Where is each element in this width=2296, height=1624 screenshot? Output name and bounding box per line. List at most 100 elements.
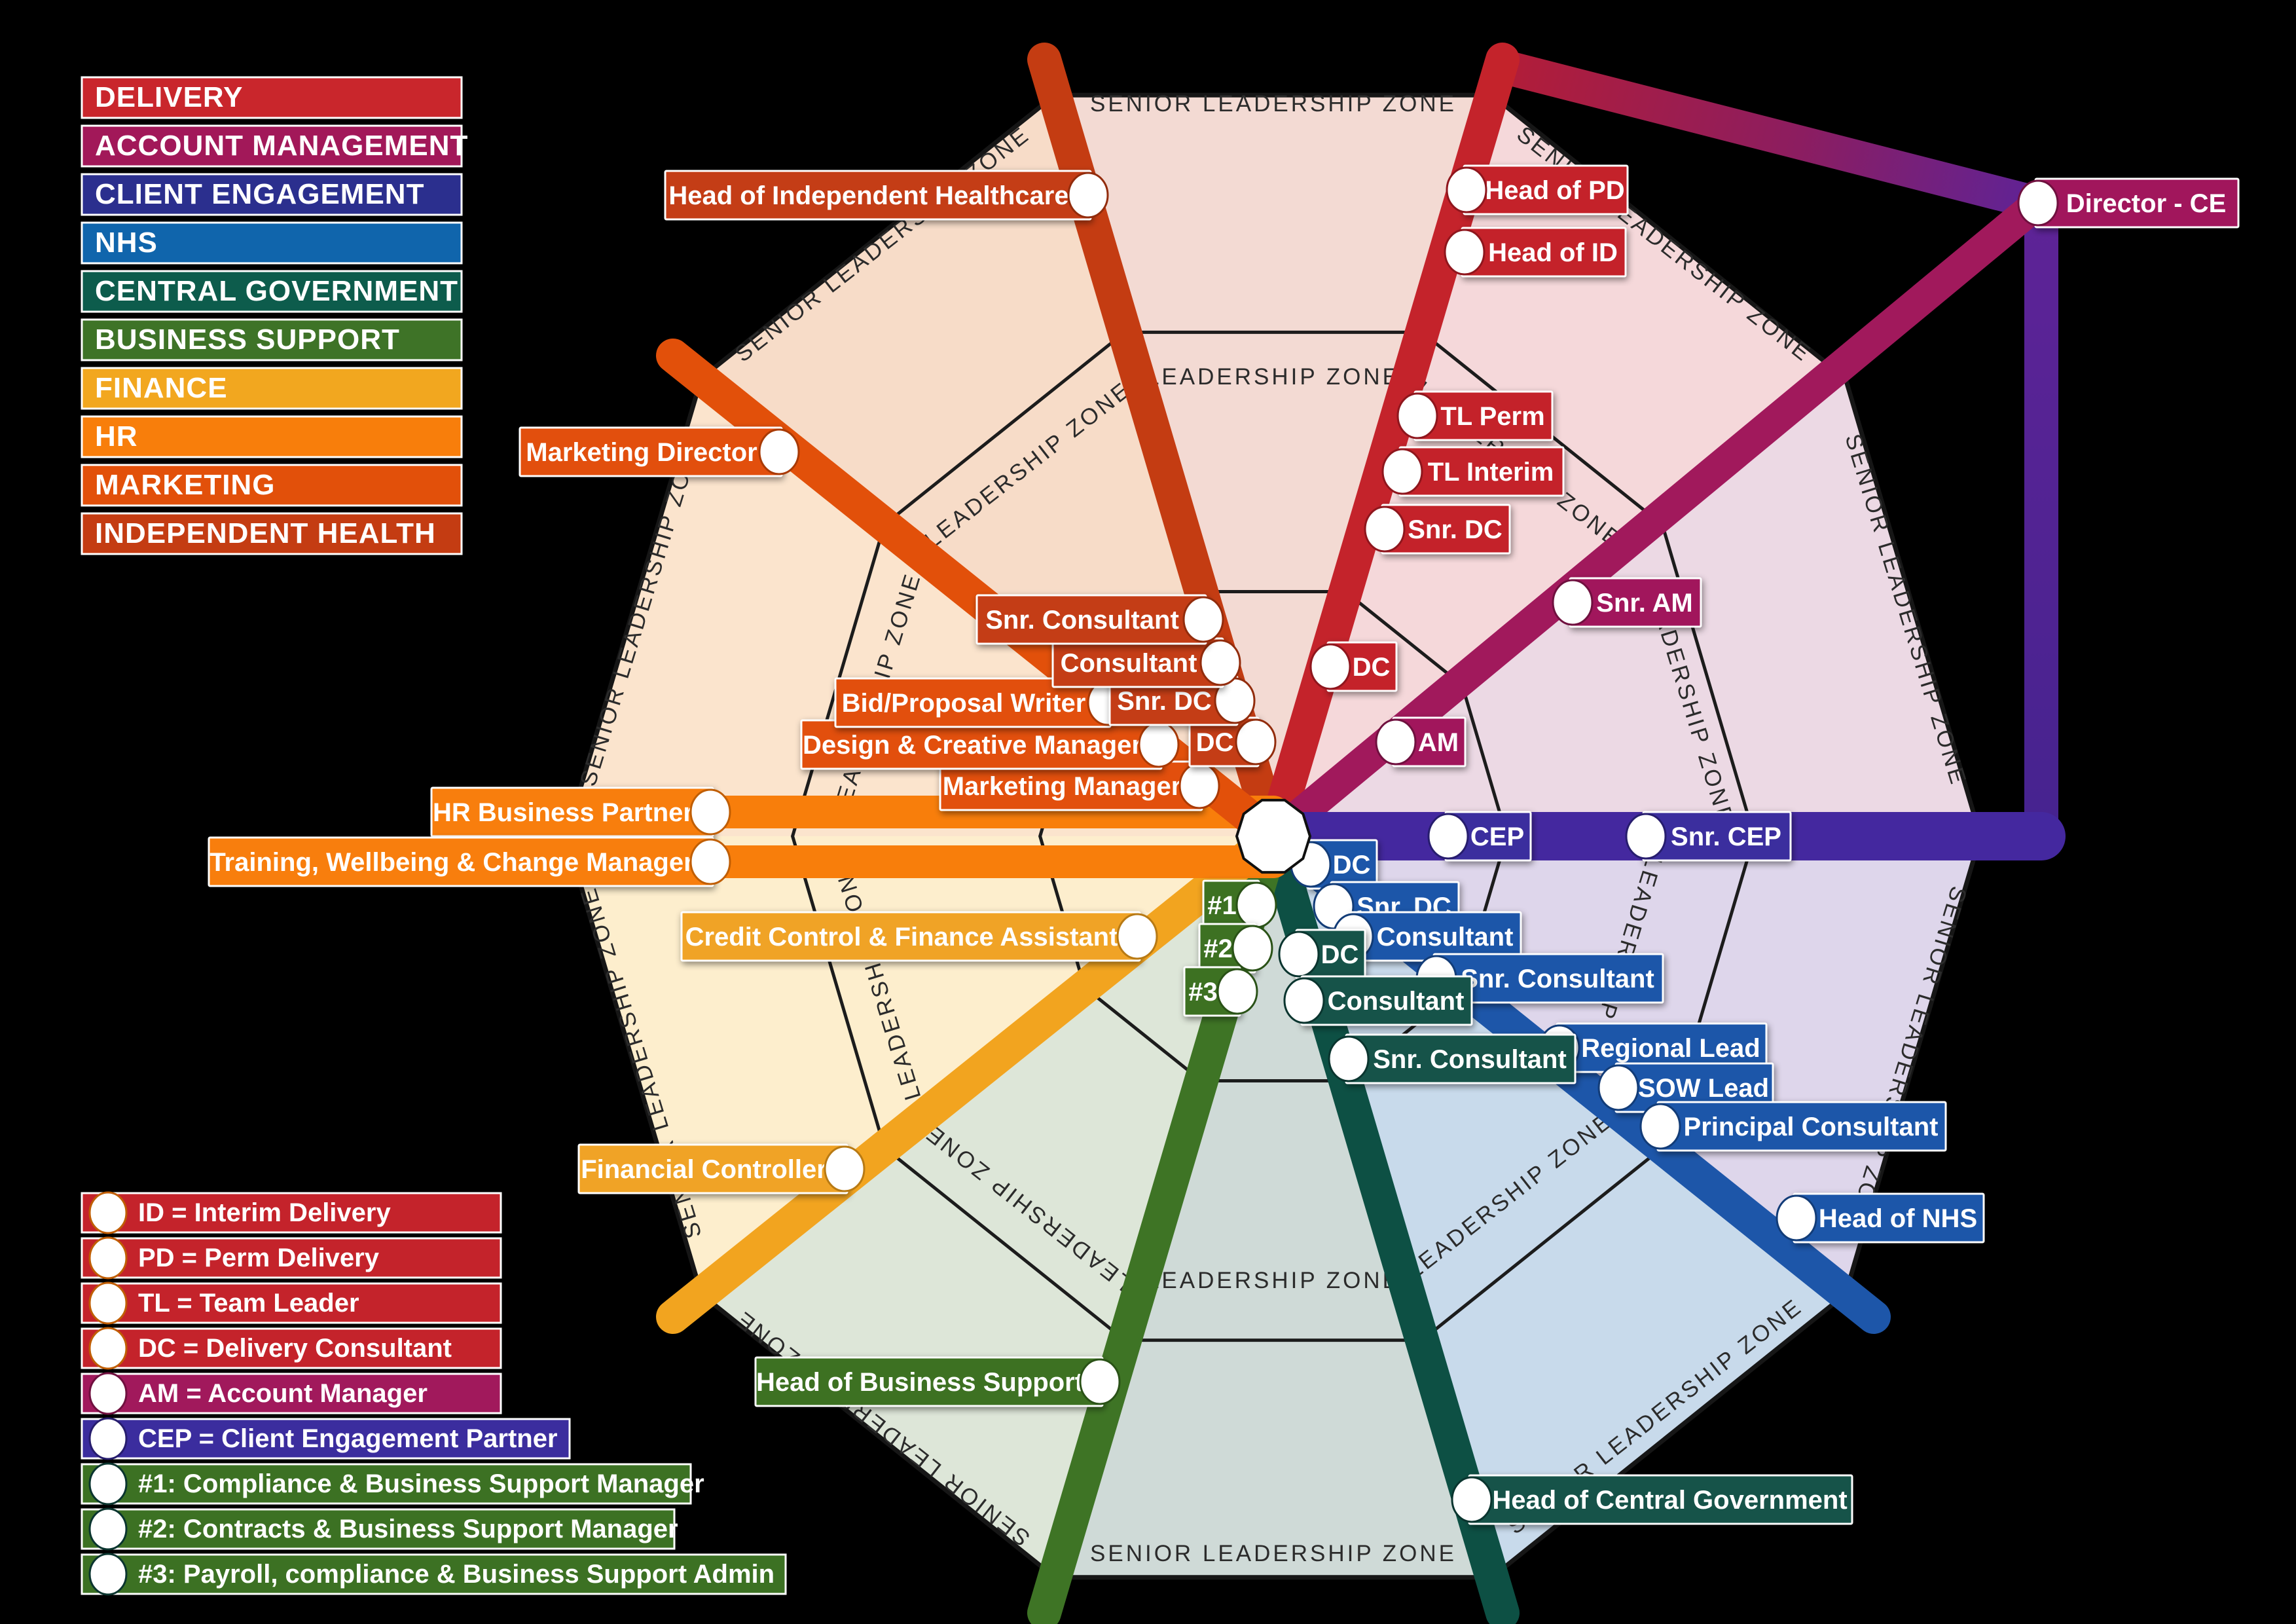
role-label: Design & Creative Manager: [803, 731, 1142, 760]
role-head-of-independent-healthcare-independent-health: Head of Independent Healthcare: [664, 170, 1109, 221]
role-label: CEP: [1470, 822, 1524, 851]
role-label: DC: [1321, 940, 1359, 969]
abbrev-box: [81, 1192, 502, 1234]
abbrev-box: [81, 1418, 571, 1460]
role-label: Head of ID: [1488, 238, 1618, 267]
role-node-circle: [1552, 579, 1594, 626]
role-node-circle: [1446, 166, 1487, 213]
role-label: TL Perm: [1440, 402, 1544, 431]
legend-label: CENTRAL GOVERNMENT: [95, 275, 458, 307]
role-node-circle: [1278, 931, 1320, 978]
abbrev-box: [81, 1463, 692, 1505]
role-snr-am-account-management: Snr. AM: [1552, 577, 1702, 628]
role-node-circle: [1364, 506, 1406, 553]
legend-swatch: [81, 464, 463, 507]
role-node-circle: [1328, 1035, 1370, 1082]
role-snr-cep-client-engagement: Snr. CEP: [1625, 811, 1792, 862]
role-label: Snr. Consultant: [1373, 1045, 1567, 1074]
role-principal-consultant-nhs: Principal Consultant: [1639, 1101, 1947, 1152]
role-node-circle: [2017, 179, 2059, 227]
role-am-account-management: AM: [1375, 716, 1467, 767]
role-3-business-support: #3: [1183, 966, 1258, 1017]
abbrev-node-circle: [88, 1372, 128, 1415]
role-label: Head of Independent Healthcare: [668, 181, 1068, 210]
abbrev-label: AM = Account Manager: [138, 1379, 428, 1408]
role-node-circle: [1283, 977, 1325, 1024]
role-label: Training, Wellbeing & Change Manager: [210, 848, 693, 877]
role-label: AM: [1418, 728, 1459, 757]
legend-label: MARKETING: [95, 469, 275, 501]
role-node-circle: [1309, 643, 1351, 690]
role-label: HR Business Partner: [433, 798, 693, 827]
role-label: Principal Consultant: [1684, 1113, 1939, 1141]
role-head-of-pd-delivery: Head of PD: [1446, 164, 1629, 215]
role-label: #2: [1203, 934, 1233, 963]
abbrev-node-circle: [88, 1507, 128, 1551]
ce-connector-diagonal: [1487, 50, 2058, 221]
legend-item-hr: HR: [81, 415, 463, 458]
abbrev-box: [81, 1327, 502, 1369]
role-label: Snr. DC: [1408, 515, 1502, 544]
role-label: Credit Control & Finance Assistant: [685, 923, 1118, 951]
sector-central-government: [1055, 836, 1492, 1578]
abbrev-node-circle: [88, 1553, 128, 1596]
role-dc-central-government: DC: [1278, 929, 1366, 980]
role-label: Head of PD: [1485, 176, 1624, 205]
abbrev-item-1-compliance-business-support-manager: #1: Compliance & Business Support Manage…: [81, 1462, 704, 1505]
role-label: #3: [1188, 978, 1218, 1006]
role-head-of-central-government-central-government: Head of Central Government: [1451, 1474, 1853, 1525]
role-label: Head of Business Support: [756, 1368, 1084, 1397]
role-node-circle: [1444, 229, 1485, 276]
role-node-circle: [1138, 721, 1180, 768]
role-label: SOW Lead: [1638, 1074, 1769, 1103]
legend-label: HR: [95, 420, 138, 452]
abbrev-item-2-contracts-business-support-manager: #2: Contracts & Business Support Manager: [81, 1507, 678, 1551]
abbrev-item-pd-perm-delivery: PD = Perm Delivery: [81, 1236, 502, 1280]
role-label: Financial Controller: [581, 1155, 827, 1184]
legend-item-account-management: ACCOUNT MANAGEMENT: [81, 124, 467, 168]
abbrev-label: PD = Perm Delivery: [138, 1244, 380, 1272]
abbrev-label: ID = Interim Delivery: [138, 1198, 391, 1227]
legend-swatch: [81, 76, 463, 119]
legend-swatch: [81, 318, 463, 361]
zone-label-senior-1: SENIOR LEADERSHIP ZONE: [1090, 91, 1457, 117]
legend-item-central-government: CENTRAL GOVERNMENT: [81, 270, 463, 313]
role-label: Director - CE: [2066, 189, 2227, 218]
zone-label-leadership-6: LEADERSHIP ZONE: [1146, 1268, 1400, 1293]
role-node-circle: [1427, 813, 1469, 860]
role-label: Head of NHS: [1819, 1204, 1977, 1233]
role-label: Snr. AM: [1596, 589, 1692, 618]
role-marketing-manager-marketing: Marketing Manager: [939, 760, 1220, 811]
legend-item-business-support: BUSINESS SUPPORT: [81, 318, 463, 361]
abbrev-node-circle: [88, 1236, 128, 1280]
role-head-of-business-support-business-support: Head of Business Support: [754, 1356, 1121, 1407]
abbrev-box: [81, 1373, 502, 1414]
role-dc-independent-health: DC: [1188, 716, 1277, 767]
abbrev-label: TL = Team Leader: [138, 1289, 359, 1318]
abbrev-item-dc-delivery-consultant: DC = Delivery Consultant: [81, 1327, 502, 1370]
legend-label: BUSINESS SUPPORT: [95, 323, 400, 356]
legend-swatch: [81, 415, 463, 458]
role-label: Consultant: [1377, 923, 1514, 951]
abbrev-item-3-payroll-compliance-business-support-admin: #3: Payroll, compliance & Business Suppo…: [81, 1553, 787, 1596]
abbrev-node-circle: [88, 1282, 128, 1325]
abbrev-item-am-account-manager: AM = Account Manager: [81, 1372, 502, 1415]
role-marketing-director-marketing: Marketing Director: [519, 426, 800, 477]
role-sow-lead-nhs: SOW Lead: [1597, 1062, 1774, 1113]
role-cep-client-engagement: CEP: [1427, 811, 1532, 862]
abbrev-item-id-interim-delivery: ID = Interim Delivery: [81, 1191, 502, 1234]
role-node-circle: [824, 1145, 866, 1192]
role-label: Snr. Consultant: [985, 606, 1179, 635]
role-head-of-nhs-nhs: Head of NHS: [1776, 1192, 1985, 1244]
abbrev-label: #2: Contracts & Business Support Manager: [138, 1515, 678, 1543]
role-node-circle: [689, 788, 731, 836]
role-node-circle: [1178, 762, 1220, 809]
legend-item-independent-health: INDEPENDENT HEALTH: [81, 512, 463, 555]
role-node-circle: [1776, 1194, 1817, 1242]
abbrev-node-circle: [88, 1462, 128, 1505]
role-node-circle: [1231, 925, 1273, 972]
role-head-of-id-delivery: Head of ID: [1444, 227, 1627, 278]
zone-label-senior-6: SENIOR LEADERSHIP ZONE: [1090, 1541, 1457, 1566]
role-node-circle: [1116, 913, 1158, 960]
